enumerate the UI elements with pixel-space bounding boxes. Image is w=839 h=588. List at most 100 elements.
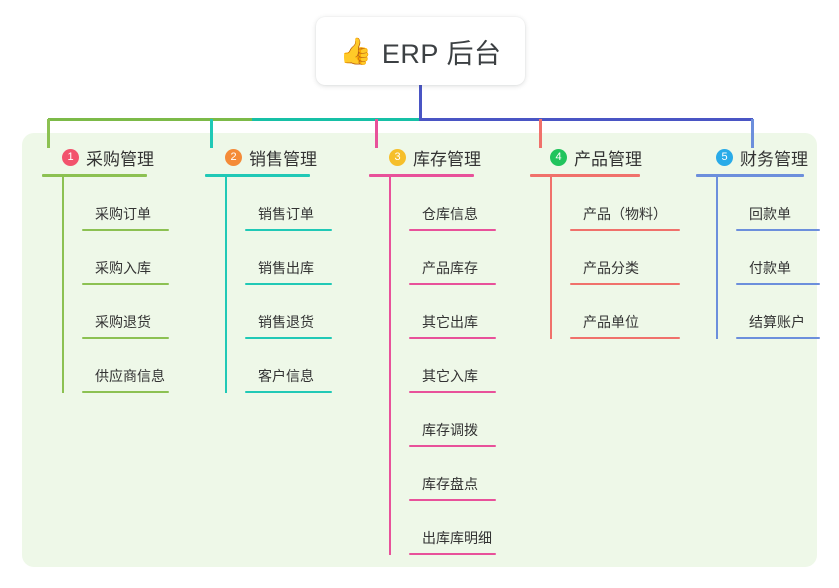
leaf-item-label: 结算账户	[749, 314, 805, 330]
branch-title-1: 采购管理	[86, 149, 154, 169]
branch-items-2: 销售订单销售出库销售退货客户信息	[205, 177, 332, 393]
leaf-item-label: 产品分类	[583, 260, 639, 276]
root-node-content: 👍 ERP 后台	[340, 32, 502, 71]
leaf-item-label: 产品单位	[583, 314, 639, 330]
leaf-item[interactable]: 付款单	[716, 231, 820, 285]
leaf-item-label: 采购入库	[95, 260, 151, 276]
leaf-item-rule	[82, 229, 169, 231]
branch-title-4: 产品管理	[574, 149, 642, 169]
leaf-item-label: 付款单	[749, 260, 791, 276]
leaf-item-rule	[245, 283, 332, 285]
branch-header-2[interactable]: 2 销售管理	[205, 145, 317, 169]
leaf-item-rule	[82, 283, 169, 285]
leaf-item-rule	[409, 499, 496, 501]
leaf-item-label: 其它入库	[422, 368, 478, 384]
leaf-item-label: 出库库明细	[422, 530, 492, 546]
leaf-item-rule	[736, 337, 820, 339]
leaf-item[interactable]: 出库库明细	[389, 501, 496, 555]
leaf-item-rule	[570, 283, 680, 285]
branch-column-5: 5 财务管理回款单付款单结算账户	[696, 145, 820, 339]
leaf-item-label: 其它出库	[422, 314, 478, 330]
leaf-item-label: 库存调拨	[422, 422, 478, 438]
leaf-item[interactable]: 库存盘点	[389, 447, 496, 501]
leaf-item-label: 客户信息	[258, 368, 314, 384]
root-node-title: ERP 后台	[381, 38, 502, 69]
leaf-item-label: 销售退货	[258, 314, 314, 330]
leaf-item[interactable]: 销售订单	[225, 177, 332, 231]
leaf-item[interactable]: 采购退货	[62, 285, 169, 339]
branch-badge-5: 5	[716, 148, 733, 166]
root-node[interactable]: 👍 ERP 后台	[316, 17, 525, 85]
leaf-item-rule	[245, 391, 332, 393]
branch-header-rule-3	[369, 174, 474, 177]
leaf-item-rule	[409, 445, 496, 447]
leaf-item-rule	[409, 229, 496, 231]
leaf-item-label: 销售出库	[258, 260, 314, 276]
leaf-item-rule	[736, 229, 820, 231]
leaf-item-rule	[245, 337, 332, 339]
branch-spine-4	[550, 177, 552, 339]
branch-header-5[interactable]: 5 财务管理	[696, 145, 808, 169]
leaf-item-label: 仓库信息	[422, 206, 478, 222]
branch-header-rule-4	[530, 174, 640, 177]
leaf-item-label: 产品库存	[422, 260, 478, 276]
leaf-item[interactable]: 销售出库	[225, 231, 332, 285]
branch-column-4: 4 产品管理产品（物料） 产品分类产品单位	[530, 145, 680, 339]
leaf-item[interactable]: 销售退货	[225, 285, 332, 339]
branch-header-4[interactable]: 4 产品管理	[530, 145, 642, 169]
leaf-item-rule	[409, 337, 496, 339]
leaf-item-label: 产品（物料）	[583, 206, 667, 222]
leaf-item-rule	[570, 337, 680, 339]
leaf-item[interactable]: 产品分类	[550, 231, 680, 285]
leaf-item-rule	[409, 553, 496, 555]
leaf-item-rule	[82, 391, 169, 393]
branch-items-4: 产品（物料） 产品分类产品单位	[530, 177, 680, 339]
branch-items-5: 回款单付款单结算账户	[696, 177, 820, 339]
branch-spine-3	[389, 177, 391, 555]
leaf-item[interactable]: 供应商信息	[62, 339, 169, 393]
leaf-item[interactable]: 客户信息	[225, 339, 332, 393]
leaf-item[interactable]: 其它入库	[389, 339, 496, 393]
branch-spine-5	[716, 177, 718, 339]
branch-title-3: 库存管理	[413, 149, 481, 169]
branch-header-rule-5	[696, 174, 804, 177]
branch-column-1: 1 采购管理采购订单采购入库采购退货供应商信息	[42, 145, 169, 393]
branch-column-2: 2 销售管理销售订单销售出库销售退货客户信息	[205, 145, 332, 393]
leaf-item-label: 采购订单	[95, 206, 151, 222]
branch-items-1: 采购订单采购入库采购退货供应商信息	[42, 177, 169, 393]
branch-badge-1: 1	[62, 148, 79, 166]
leaf-item-rule	[245, 229, 332, 231]
leaf-item-rule	[409, 283, 496, 285]
leaf-item-rule	[409, 391, 496, 393]
branch-spine-2	[225, 177, 227, 393]
diagram-canvas-panel	[22, 133, 817, 567]
branch-badge-4: 4	[550, 148, 567, 166]
branch-title-5: 财务管理	[740, 149, 808, 169]
leaf-item[interactable]: 采购订单	[62, 177, 169, 231]
branch-badge-2: 2	[225, 148, 242, 166]
leaf-item[interactable]: 回款单	[716, 177, 820, 231]
leaf-item[interactable]: 产品单位	[550, 285, 680, 339]
leaf-item[interactable]: 其它出库	[389, 285, 496, 339]
leaf-item-rule	[736, 283, 820, 285]
branch-header-rule-1	[42, 174, 147, 177]
leaf-item[interactable]: 仓库信息	[389, 177, 496, 231]
branch-title-2: 销售管理	[249, 149, 317, 169]
leaf-item-label: 销售订单	[258, 206, 314, 222]
leaf-item-rule	[570, 229, 680, 231]
branch-header-1[interactable]: 1 采购管理	[42, 145, 154, 169]
leaf-item-label: 回款单	[749, 206, 791, 222]
leaf-item[interactable]: 产品（物料）	[550, 177, 680, 231]
branch-items-3: 仓库信息产品库存其它出库其它入库库存调拨库存盘点出库库明细	[369, 177, 496, 555]
leaf-item[interactable]: 采购入库	[62, 231, 169, 285]
leaf-item-label: 供应商信息	[95, 368, 165, 384]
leaf-item[interactable]: 结算账户	[716, 285, 820, 339]
leaf-item-label: 采购退货	[95, 314, 151, 330]
branch-spine-1	[62, 177, 64, 393]
leaf-item[interactable]: 库存调拨	[389, 393, 496, 447]
branch-header-rule-2	[205, 174, 310, 177]
leaf-item-label: 库存盘点	[422, 476, 478, 492]
leaf-item[interactable]: 产品库存	[389, 231, 496, 285]
